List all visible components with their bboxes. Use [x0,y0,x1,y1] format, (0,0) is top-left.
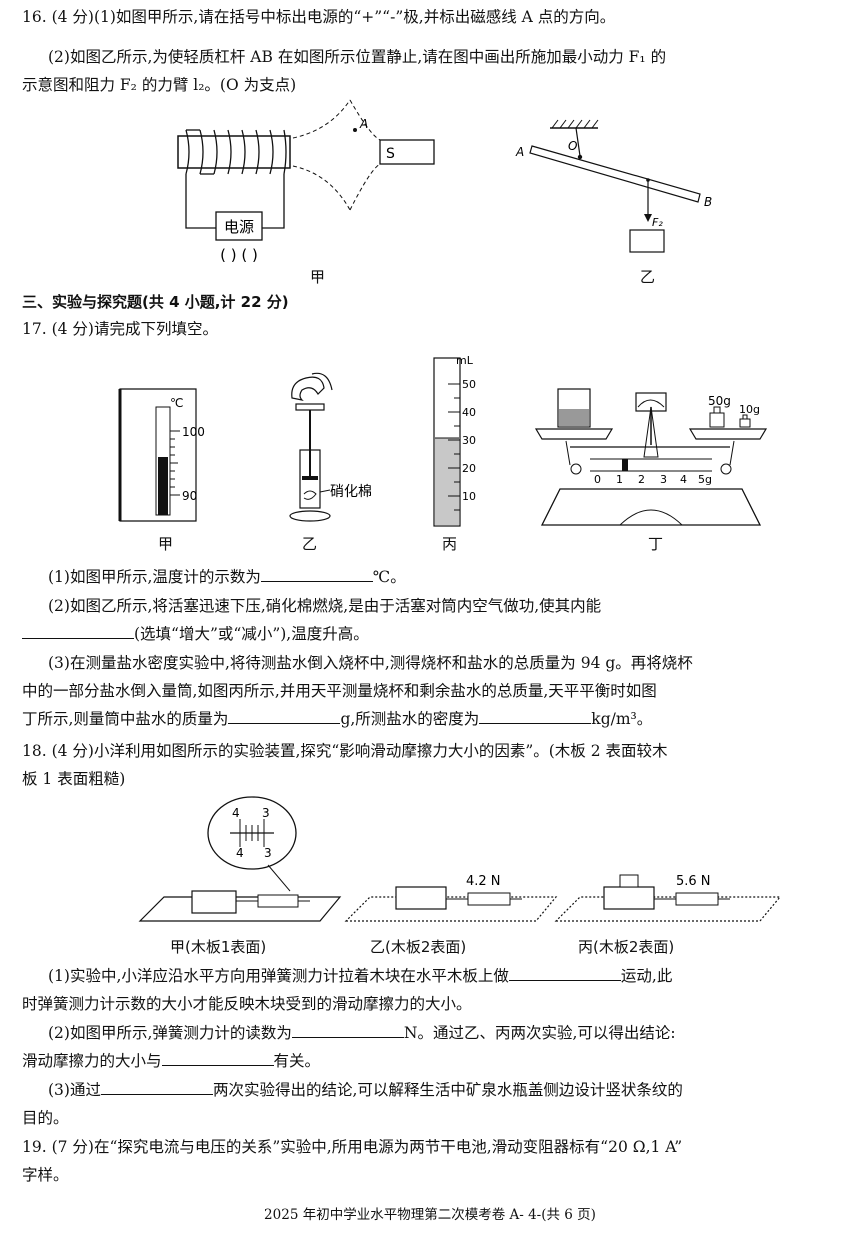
beam-tick-5g: 5g [698,473,712,486]
beam-tick-1: 1 [616,473,623,486]
lever-b-label: B [704,195,712,209]
polarity-brackets: ( ) ( ) [220,246,258,264]
thermo-tick-100: 100 [182,425,205,439]
q17-title: 17. (4 分)请完成下列填空。 [22,320,218,338]
q19-line2: 字样。 [22,1166,69,1184]
beam-tick-3: 3 [660,473,667,486]
cyl-tick-50: 50 [462,378,476,391]
q17-p3a: (3)在测量盐水密度实验中,将待测盐水倒入烧杯中,测得烧杯和盐水的总质量为 94… [48,654,693,672]
q17-p3b: 中的一部分盐水倒入量筒,如图丙所示,并用天平测量烧杯和剩余盐水的总质量,天平平衡… [22,682,657,700]
fig16-caption-jia: 甲 [310,268,326,286]
q16-line2: (2)如图乙所示,为使轻质杠杆 AB 在如图所示位置静止,请在图中画出所施加最小… [48,48,667,66]
beam-tick-0: 0 [594,473,601,486]
thermo-unit: ℃ [170,396,183,410]
q18-p2b: 滑动摩擦力的大小与有关。 [22,1052,321,1070]
beam-tick-2: 2 [638,473,645,486]
f2-label: F₂ [652,216,663,229]
fulcrum-o-label: O [568,139,577,153]
thermo-tick-90: 90 [182,489,197,503]
cylinder-unit: mL [456,354,474,367]
q17-p2a: (2)如图乙所示,将活塞迅速下压,硝化棉燃烧,是由于活塞对筒内空气做功,使其内能 [48,597,602,615]
q17-p2b: (选填“增大”或“减小”),温度升高。 [22,623,369,645]
fig18-caption-a: 甲(木板1表面) [170,938,267,956]
zoom-label-4-bottom: 4 [236,846,244,860]
q18-friction-setup: 4 4 3 3 4.2 N 5.6 N [138,796,782,922]
beam-tick-4: 4 [680,473,687,486]
cyl-tick-10: 10 [462,490,476,503]
q17-piston-tube: 硝化棉 [289,372,372,522]
weight-50g: 50g [708,394,731,408]
cyl-tick-30: 30 [462,434,476,447]
q17-thermometer: ℃ 100 90 [118,388,205,522]
point-a-label: A [359,117,368,131]
q16-figure-solenoid: 电源 ( ) ( ) A S [177,99,435,264]
zoom-label-3-top: 3 [262,806,270,820]
q18-line1: 18. (4 分)小洋利用如图所示的实验装置,探究“影响滑动摩擦力大小的因素”。… [22,742,668,760]
q17-balance: 50g 10g 0 1 2 3 4 5g [534,388,768,526]
cyl-tick-40: 40 [462,406,476,419]
q18-p1b: 时弹簧测力计示数的大小才能反映木块受到的滑动摩擦力的大小。 [22,995,472,1013]
q16-line3: 示意图和阻力 F₂ 的力臂 l₂。(O 为支点) [22,76,297,94]
force-reading-c: 5.6 N [676,874,711,889]
zoom-label-3-bottom: 3 [264,846,272,860]
cyl-tick-20: 20 [462,462,476,475]
zoom-label-4-top: 4 [232,806,240,820]
q17-graduated-cylinder: mL 50 40 30 20 10 [433,354,476,527]
nitrocellulose-label: 硝化棉 [330,483,372,500]
fig17-caption-bing: 丙 [442,535,458,553]
power-source-label: 电源 [224,218,254,236]
lever-a-label: A [515,145,524,159]
fig17-caption-yi: 乙 [302,535,318,553]
q17-p1: (1)如图甲所示,温度计的示数为℃。 [48,568,406,586]
fig17-caption-jia: 甲 [158,535,174,553]
section-heading: 三、实验与探究题(共 4 小题,计 22 分) [22,293,289,311]
fig18-caption-b: 乙(木板2表面) [370,938,467,956]
q18-p3b: 目的。 [22,1109,69,1127]
weight-10g: 10g [739,403,760,416]
force-reading-b: 4.2 N [466,874,501,889]
fig17-caption-ding: 丁 [648,535,664,553]
fig18-caption-c: 丙(木板2表面) [578,938,675,956]
q19-line1: 19. (7 分)在“探究电流与电压的关系”实验中,所用电源为两节干电池,滑动变… [22,1138,683,1156]
q18-p3a: (3)通过两次实验得出的结论,可以解释生活中矿泉水瓶盖侧边设计竖状条纹的 [48,1081,683,1099]
fig16-caption-yi: 乙 [640,268,656,286]
page-footer: 2025 年初中学业水平物理第二次模考卷 A- 4-(共 6 页) [264,1207,596,1223]
q16-line1: 16. (4 分)(1)如图甲所示,请在括号中标出电源的“+”“-”极,并标出磁… [22,8,616,26]
q18-line2: 板 1 表面粗糙) [22,770,126,788]
q18-p1a: (1)实验中,小洋应沿水平方向用弹簧测力计拉着木块在水平木板上做运动,此 [48,967,673,985]
magnet-s-label: S [386,146,395,162]
q16-figure-lever: O A B F₂ [515,119,712,253]
